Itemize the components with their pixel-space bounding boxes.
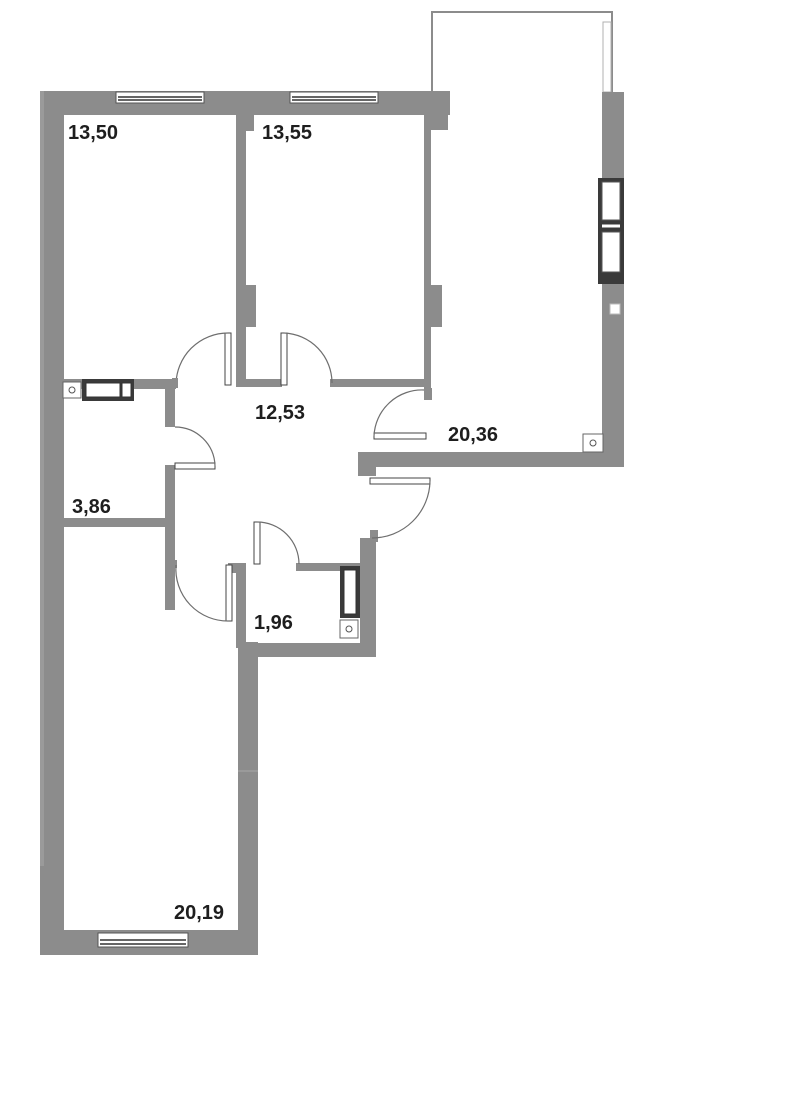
window-bottom xyxy=(97,932,189,948)
window-top-middle xyxy=(289,91,379,104)
door-living xyxy=(373,389,427,440)
area-label-bedroom-top-middle: 13,55 xyxy=(262,122,312,144)
window-top-left xyxy=(115,91,205,104)
door-entrance xyxy=(369,477,431,539)
door-wc xyxy=(253,521,300,565)
door-bedroom-bottom xyxy=(175,564,233,622)
area-label-bedroom-top-left: 13,50 xyxy=(68,122,118,144)
living-riser xyxy=(582,433,604,453)
balcony-rail xyxy=(602,21,612,93)
area-label-wc: 1,96 xyxy=(254,612,293,634)
balcony-outline xyxy=(431,11,613,92)
living-wall-detail xyxy=(609,303,621,315)
door-bedroom-left xyxy=(172,332,232,388)
door-bathroom xyxy=(174,426,216,470)
door-bedroom-middle xyxy=(280,332,333,386)
wc-unit xyxy=(339,566,360,639)
area-label-hall: 12,53 xyxy=(255,402,305,424)
area-label-living-kitchen: 20,36 xyxy=(448,424,498,446)
bathroom-unit xyxy=(62,379,134,401)
area-label-bedroom-bottom: 20,19 xyxy=(174,902,224,924)
area-label-bathroom: 3,86 xyxy=(72,496,111,518)
window-living-right xyxy=(598,178,624,284)
